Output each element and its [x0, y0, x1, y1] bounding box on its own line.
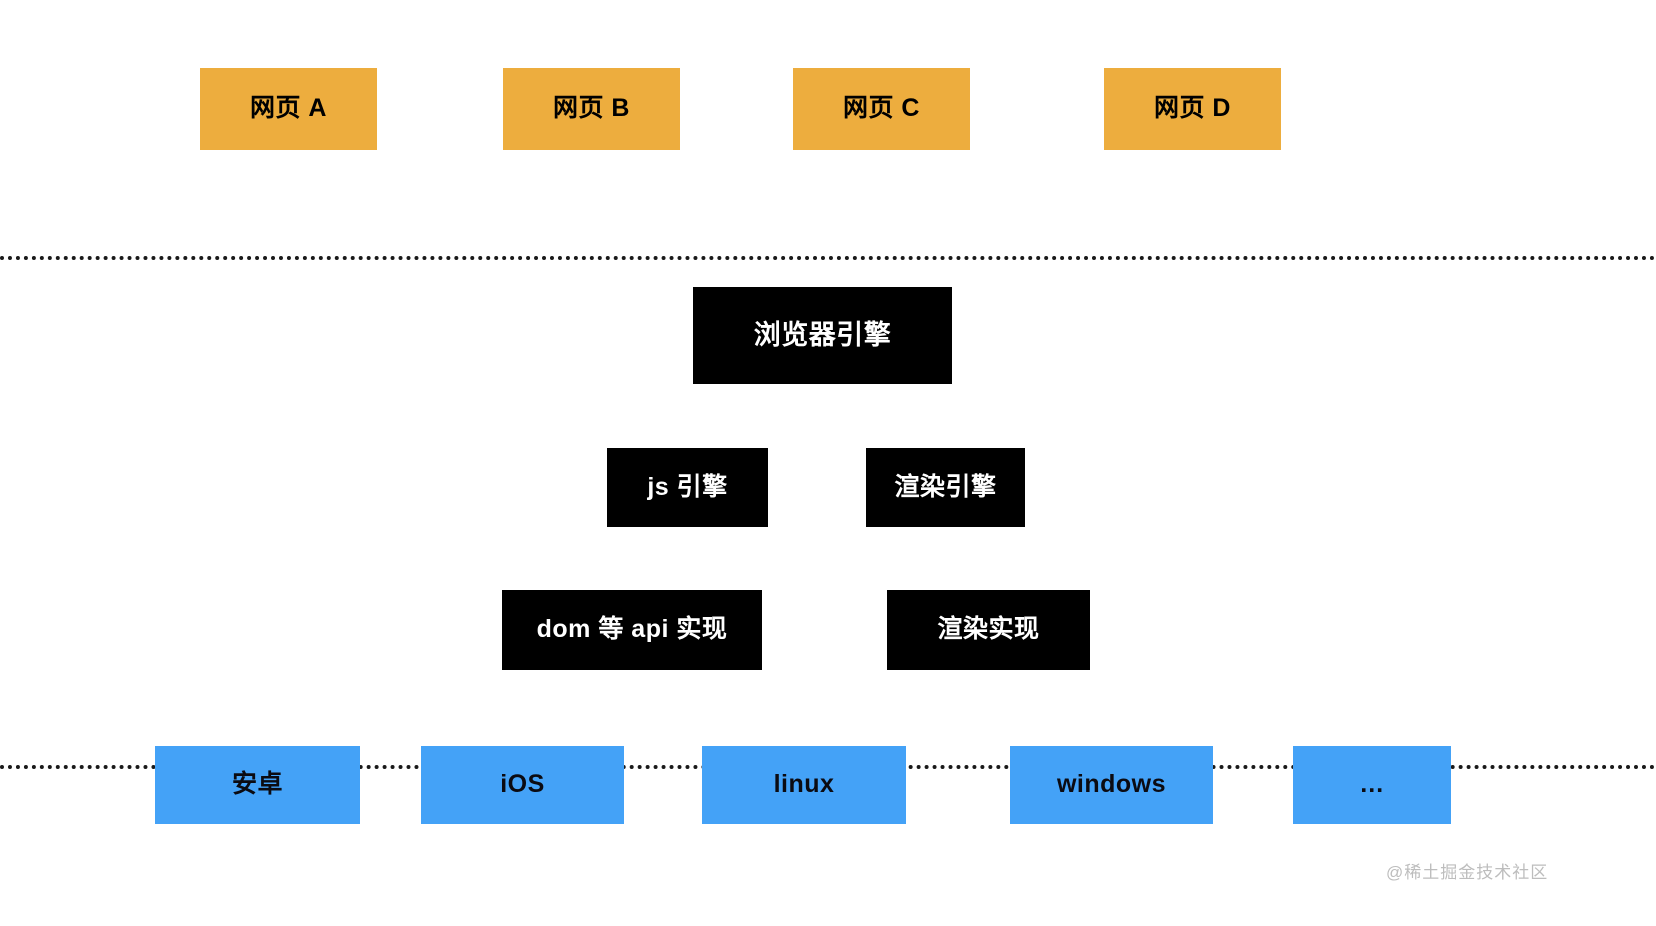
os-label-more: … [1359, 770, 1385, 799]
web-page-label-c: 网页 C [842, 94, 920, 123]
browser-engine-label: 浏览器引擎 [753, 319, 892, 350]
os-box-more: … [1293, 746, 1451, 824]
os-label-linux: linux [773, 770, 835, 799]
web-page-box-d: 网页 D [1104, 68, 1281, 150]
web-page-box-b: 网页 B [503, 68, 680, 150]
os-box-ios: iOS [421, 746, 624, 824]
web-page-label-a: 网页 A [249, 94, 327, 123]
os-label-windows: windows [1056, 770, 1167, 799]
render-impl-box: 渲染实现 [887, 590, 1090, 670]
os-box-windows: windows [1010, 746, 1213, 824]
render-engine-label: 渲染引擎 [894, 472, 997, 501]
web-page-label-d: 网页 D [1153, 94, 1231, 123]
dom-api-impl-label: dom 等 api 实现 [536, 615, 728, 644]
os-label-android: 安卓 [231, 770, 283, 799]
render-impl-label: 渲染实现 [937, 615, 1040, 644]
os-label-ios: iOS [500, 770, 545, 799]
divider-pages-engine [0, 256, 1656, 260]
watermark: @稀土掘金技术社区 [1386, 863, 1549, 882]
web-page-label-b: 网页 B [552, 94, 630, 123]
dom-api-impl-box: dom 等 api 实现 [502, 590, 762, 670]
web-page-box-c: 网页 C [793, 68, 970, 150]
os-box-android: 安卓 [155, 746, 360, 824]
js-engine-label: js 引擎 [647, 472, 728, 501]
os-box-linux: linux [702, 746, 906, 824]
web-page-box-a: 网页 A [200, 68, 377, 150]
render-engine-box: 渲染引擎 [866, 448, 1025, 527]
browser-engine-box: 浏览器引擎 [693, 287, 952, 384]
js-engine-box: js 引擎 [607, 448, 768, 527]
